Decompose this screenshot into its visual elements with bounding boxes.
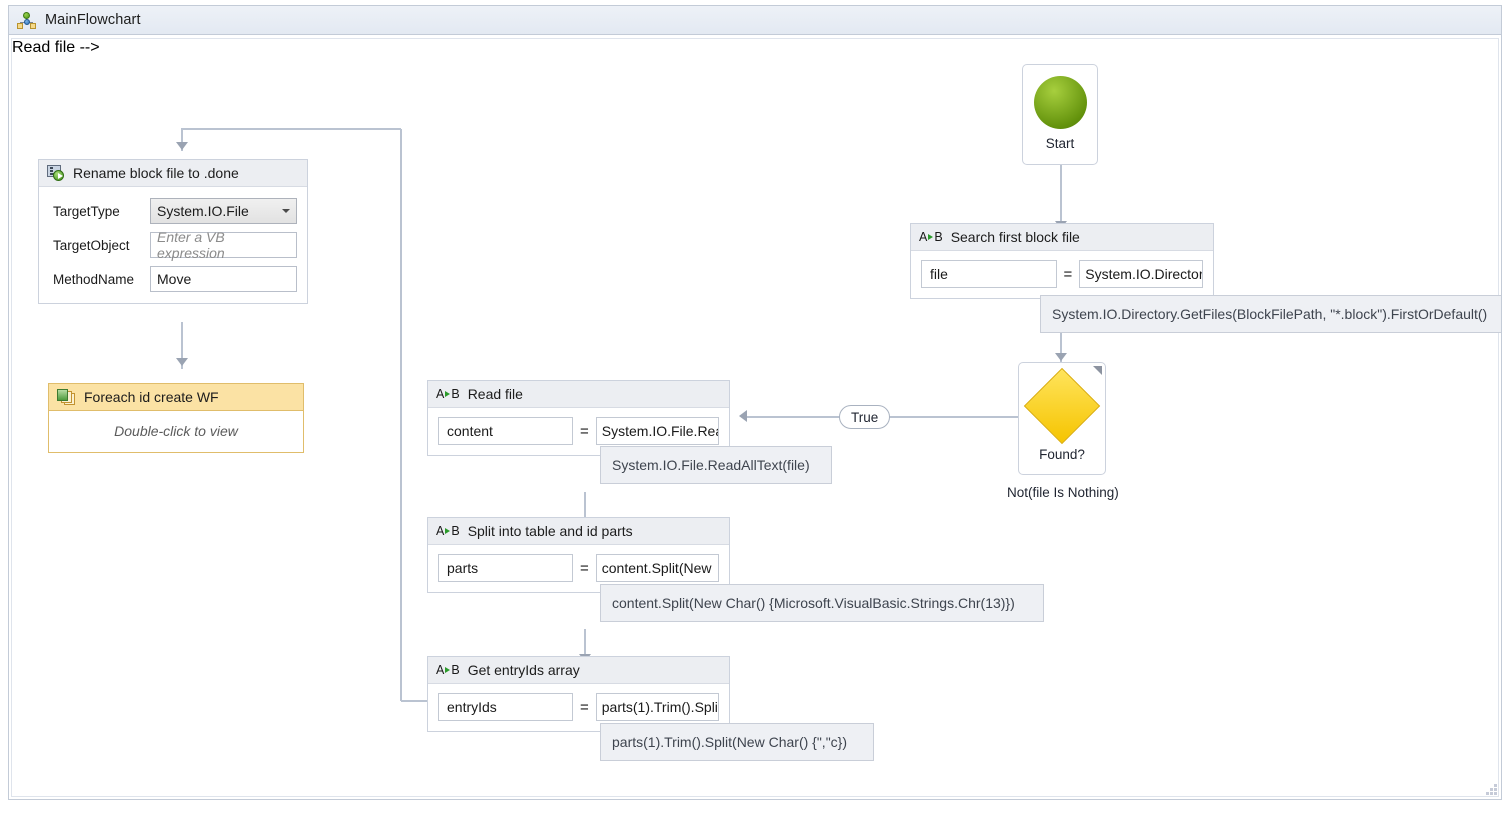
tooltip-search-expression: System.IO.Directory.GetFiles(BlockFilePa… (1040, 295, 1501, 333)
page-title: MainFlowchart (45, 12, 141, 28)
designer-titlebar: MainFlowchart (9, 6, 1501, 35)
node-title: Search first block file (950, 229, 1080, 245)
assign-equals: = (580, 698, 589, 716)
targettype-combobox[interactable]: System.IO.File (150, 198, 297, 224)
node-body: entryIds = parts(1).Trim().Split (428, 684, 729, 731)
arrow-rename-to-foreach (176, 358, 188, 366)
connector-entryids-loop-up (400, 129, 402, 701)
assign-row: entryIds = parts(1).Trim().Split (438, 693, 719, 721)
canvas-surface[interactable]: Read file --> True (11, 38, 1501, 797)
targetobject-input[interactable]: Enter a VB expression (150, 229, 297, 261)
collapse-corner-icon[interactable] (1093, 366, 1102, 375)
assign-expression-field[interactable]: System.IO.File.Reac (595, 417, 719, 445)
assign-variable-field[interactable]: file (921, 260, 1057, 288)
methodname-input[interactable]: Move (150, 266, 297, 292)
tooltip-split-expression: content.Split(New Char() {Microsoft.Visu… (600, 584, 1044, 622)
node-body: TargetType System.IO.File TargetObject E… (39, 187, 307, 303)
connector-split-to-entryids (584, 629, 586, 667)
node-header: Rename block file to .done (39, 160, 307, 187)
field-label: TargetType (53, 203, 120, 219)
node-body: content = System.IO.File.Reac (428, 408, 729, 455)
node-rename-block-file[interactable]: Rename block file to .done TargetType Sy… (38, 159, 308, 304)
node-title: Get entryIds array (467, 662, 580, 678)
foreach-body-hint[interactable]: Double-click to view (114, 423, 238, 439)
node-title: Foreach id create WF (84, 389, 219, 405)
start-circle-icon (1033, 76, 1087, 129)
field-row-methodname: MethodName Move (53, 266, 297, 292)
flowchart-canvas[interactable]: Read file --> True (9, 35, 1501, 799)
node-title: Split into table and id parts (467, 523, 633, 539)
edge-label-true: True (839, 405, 891, 429)
connector-readfile-to-split (584, 492, 586, 530)
node-body: file = System.IO.Director (911, 251, 1213, 298)
node-title: Read file (467, 386, 523, 402)
assign-expression-field[interactable]: content.Split(New (595, 554, 719, 582)
connector-loop-down-to-rename (181, 128, 183, 151)
connector-start-to-search (1060, 164, 1062, 236)
connector-entryids-loop-left (401, 700, 435, 702)
foreach-icon (57, 388, 76, 406)
tooltip-readfile-expression: System.IO.File.ReadAllText(file) (600, 446, 832, 484)
field-row-targetobject: TargetObject Enter a VB expression (53, 229, 297, 261)
node-start[interactable]: Start (1022, 64, 1098, 165)
node-decision-found[interactable]: Found? (1018, 362, 1106, 475)
targettype-value: System.IO.File (157, 203, 249, 219)
assign-equals: = (580, 422, 589, 440)
assign-row: file = System.IO.Director (921, 260, 1203, 288)
connector-rename-to-foreach (181, 322, 183, 369)
chevron-down-icon (282, 209, 290, 213)
decision-label: Found? (1039, 447, 1085, 462)
assign-variable-field[interactable]: parts (438, 554, 573, 582)
assign-row: parts = content.Split(New (438, 554, 719, 582)
decision-condition-text: Not(file Is Nothing) (1007, 485, 1119, 500)
start-label: Start (1045, 136, 1075, 151)
assign-variable-field[interactable]: entryIds (438, 693, 573, 721)
connector-entryids-loop-top (181, 128, 401, 130)
field-row-targettype: TargetType System.IO.File (53, 198, 297, 224)
tooltip-entryids-expression: parts(1).Trim().Split(New Char() {","c}) (600, 723, 874, 761)
assign-row: content = System.IO.File.Reac (438, 417, 719, 445)
workflow-designer-window: MainFlowchart Read file --> True (8, 5, 1502, 800)
assign-expression-field[interactable]: System.IO.Director (1079, 260, 1203, 288)
assign-equals: = (1063, 265, 1073, 283)
assign-equals: = (580, 559, 589, 577)
decision-diamond-icon (1023, 367, 1101, 445)
field-label: MethodName (53, 271, 135, 287)
assign-variable-field[interactable]: content (438, 417, 573, 445)
flowchart-icon (17, 11, 36, 29)
arrow-decision-to-readfile (739, 410, 747, 422)
node-title: Rename block file to .done (73, 165, 239, 181)
resize-grip[interactable] (1483, 781, 1497, 795)
node-header: Foreach id create WF (49, 384, 303, 411)
arrow-search-to-decision (1055, 353, 1067, 361)
invoke-method-icon (47, 164, 65, 182)
node-body: parts = content.Split(New (428, 545, 729, 592)
assign-expression-field[interactable]: parts(1).Trim().Split (595, 693, 719, 721)
field-label: TargetObject (53, 237, 130, 253)
node-foreach-id-create-wf[interactable]: Foreach id create WF Double-click to vie… (48, 383, 304, 453)
arrow-loop-to-rename (176, 142, 188, 150)
